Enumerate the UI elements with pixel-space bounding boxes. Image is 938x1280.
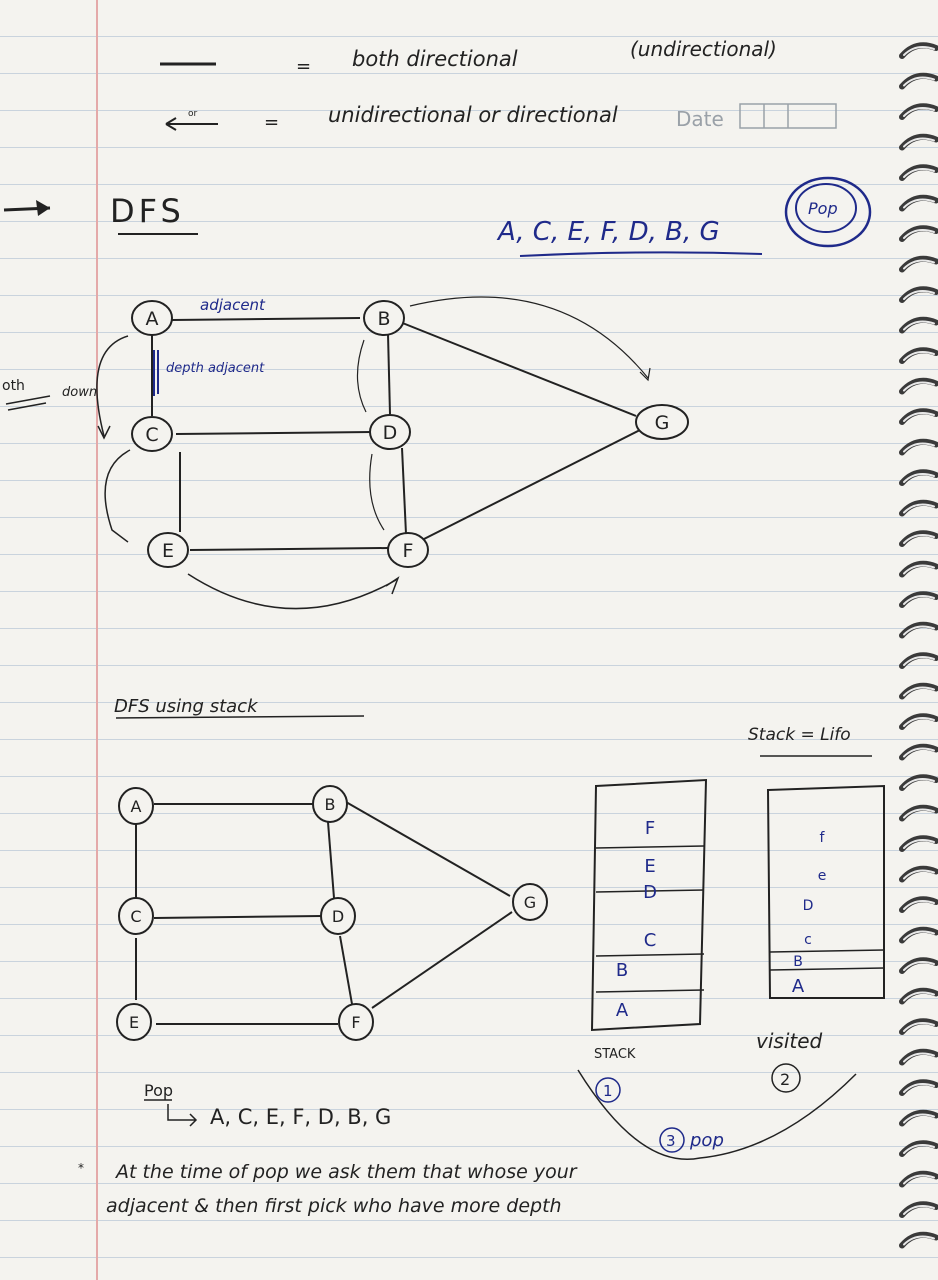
stack-graph-node-g: G [512,883,548,921]
edge-d-f [401,447,407,535]
date-label: Date [676,107,724,131]
margin-scribble [5,395,51,411]
legend-eq-1: = [296,56,311,77]
edge-a-b [171,317,361,321]
edge-b-g [399,321,637,417]
pop-circle-outer [784,176,872,248]
node-b: B [363,300,405,336]
stack-1-item: B [616,960,628,981]
edge-c-d [175,431,373,435]
stack-2-caption: visited [756,1029,823,1053]
arrow-or-label: or [188,109,198,119]
stack-1-item: E [644,856,655,877]
stack-1-number-circle [595,1077,621,1103]
edge-e-f [189,547,389,551]
stack-1-box [590,778,708,1032]
node-e: E [147,532,189,568]
arrowhead-icon [165,117,177,131]
dfs-stack-heading: DFS using stack [114,696,259,717]
stack-2-item: B [793,954,803,970]
legend-text-2: unidirectional or directional [328,103,618,127]
dfs-heading: DFS [110,192,185,230]
stack-graph-node-c: C [118,897,154,935]
dfs-stack-graph [135,801,513,1025]
node-label: C [145,424,158,446]
legend-paren-1: (undirectional) [630,37,777,61]
stack-2-item: c [804,932,812,948]
stack-1-caption: STACK [594,1047,636,1062]
pop-word: pop [689,1130,724,1151]
stack-2-box [766,784,885,999]
stack-graph-node-e: E [116,1003,152,1041]
stack-graph-node-a: A [118,787,154,825]
c-to-e-arrow [104,449,131,543]
stack-2-item: D [803,898,814,914]
dfs-graph: adjacent depth adjacent down [62,296,651,610]
stack-2-item: A [792,976,805,997]
edge-b-d [387,333,391,415]
stack-1-item: C [644,930,657,951]
legend: = both directional (undirectional) or = … [160,37,837,133]
pop-arrow-icon [167,1104,198,1127]
section-arrowhead-icon [36,200,50,216]
stack-2-number-circle [771,1063,801,1093]
pop-number: 3 [666,1132,676,1150]
note-bullet: * [78,1161,84,1175]
e-to-f-arrow [187,573,397,610]
node-label: E [162,540,174,562]
stack-graph-node-f: F [338,1003,374,1041]
node-a: A [131,300,173,336]
stack-1-item: D [643,882,657,903]
stack-graph-node-d: D [320,897,356,935]
note-line-2: adjacent & then first pick who have more… [106,1195,562,1217]
d-to-b-arrow [356,339,367,413]
adjacent-note: adjacent [200,296,266,314]
note-line-1: At the time of pop we ask them that whos… [114,1161,578,1183]
stack-lifo-label: Stack = Lifo [748,725,851,745]
margin-cut-text: oth [2,378,25,394]
stack-1-number: 1 [603,1082,613,1100]
node-label: C [130,907,141,926]
margin-line [96,0,98,1280]
stack-graph-node-b: B [312,785,348,823]
stack-1-item: A [616,1000,629,1021]
stack-2-number: 2 [780,1070,790,1089]
node-d: D [369,414,411,450]
node-label: E [129,1013,139,1032]
depth-note: depth adjacent [166,361,265,376]
node-g: G [635,404,689,440]
down-note: down [62,385,97,400]
legend-eq-2: = [264,112,279,133]
node-label: B [325,795,336,814]
stack-2-item: f [820,830,826,846]
dfs-order: A, C, E, F, D, B, G [496,217,720,247]
stack-1-item: F [645,818,655,839]
stack-2-item: e [818,868,827,884]
node-label: G [524,893,536,912]
down-arrow [96,335,129,437]
pop-number-circle [659,1127,685,1153]
node-label: D [383,422,398,444]
pop-heading: Pop [144,1081,173,1100]
node-label: A [131,797,142,816]
node-label: F [403,540,414,562]
spiral-binding [899,42,938,1249]
node-label: F [351,1013,360,1032]
node-f: F [387,532,429,568]
node-label: G [655,412,670,434]
b-to-g-arrow [409,296,649,379]
legend-text-1: both directional [352,47,518,71]
pop-sequence: A, C, E, F, D, B, G [210,1105,391,1129]
pop-flow-arrow [577,1069,857,1160]
node-label: B [377,308,390,330]
node-c: C [131,416,173,452]
f-to-d-arrow [369,453,385,531]
pop-circle-text: Pop [808,199,838,218]
node-label: D [332,907,344,926]
node-label: A [146,308,159,330]
edge-f-g [421,429,641,541]
